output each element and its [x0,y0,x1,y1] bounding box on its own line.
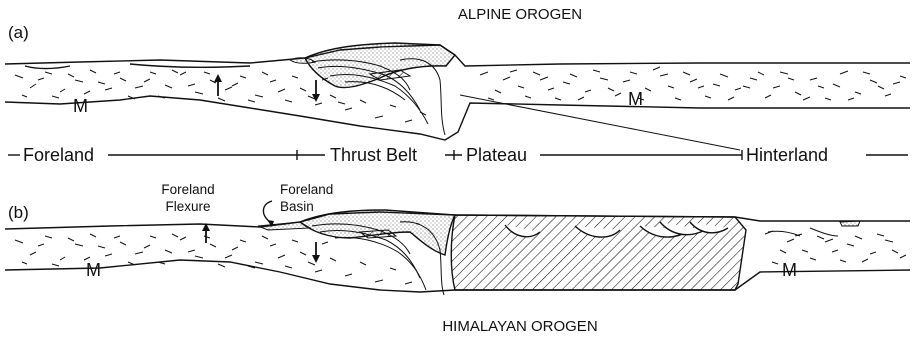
alpine-thrust-wedge [305,43,455,88]
foreland-basin-label-line1: Foreland [280,182,333,197]
alpine-root-connector [460,95,740,150]
zone-hinterland: Hinterland [746,145,828,165]
himalayan-subsidence-arrow [312,242,320,263]
alpine-moho-label-left: M [73,96,88,116]
himalayan-orogen-title: HIMALAYAN OROGEN [442,318,597,335]
himalayan-moho-label-right: M [782,260,797,280]
panel-b-label: (b) [8,203,29,222]
zone-foreland: Foreland [23,145,94,165]
hinterland-surface-features [768,228,838,236]
himalayan-moho-label-left: M [86,260,101,280]
foreland-flexure-label-line1: Foreland [161,182,214,197]
himalayan-crust-fabric-left [15,234,412,284]
zone-plateau: Plateau [466,145,527,165]
alpine-moho-line [5,96,910,140]
himalayan-crust-section: M M [5,201,910,295]
alpine-orogen-title: ALPINE OROGEN [458,6,582,23]
foreland-basin-pointer [263,201,272,222]
foreland-flexure-label-line2: Flexure [165,199,210,214]
alpine-uplift-arrow [214,74,222,96]
foreland-basin-lens [258,222,310,230]
alpine-crust-top [5,45,910,66]
himalayan-uplift-arrow [202,223,210,243]
alpine-crust-section: M M [5,43,910,150]
zone-thrust-belt: Thrust Belt [330,145,417,165]
zone-scale-bar: Foreland Thrust Belt Plateau Hinterland [8,145,908,165]
alpine-foreland-layer [25,64,250,69]
hinterland-dotted-lens [840,221,860,226]
foreland-basin-label-line2: Basin [280,199,314,214]
alpine-moho-label-right: M [628,89,643,109]
panel-a-label: (a) [8,23,29,42]
alpine-crust-fabric-right [480,67,906,100]
